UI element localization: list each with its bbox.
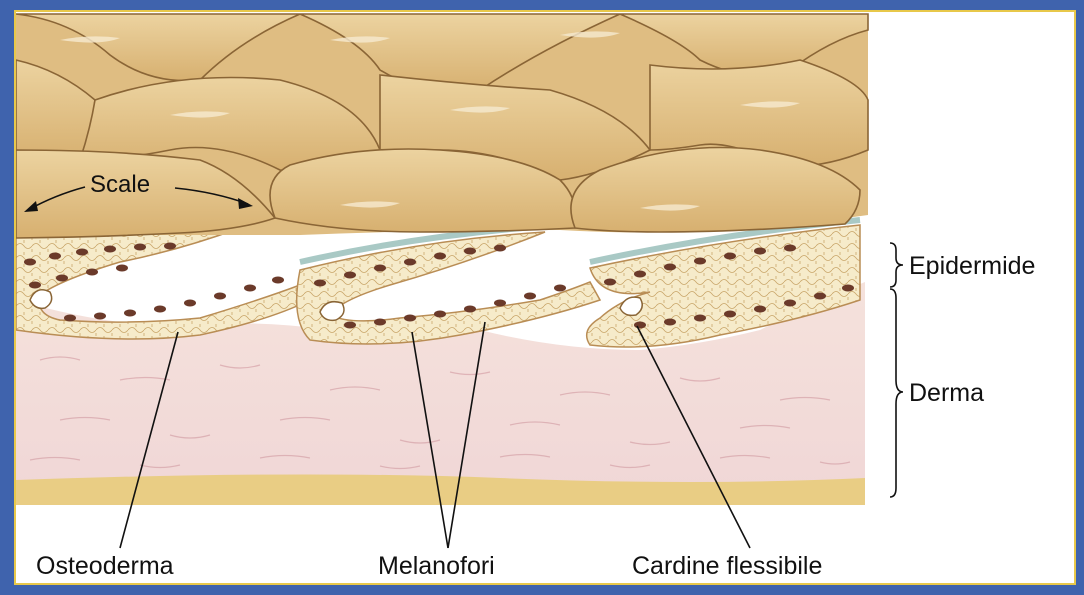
- scale-label: Scale: [90, 173, 150, 197]
- osteoderm-layers: [16, 217, 860, 347]
- cardine-flessibile-label: Cardine flessibile: [632, 554, 822, 579]
- melanofori-label: Melanofori: [378, 554, 495, 579]
- osteoderma-label: Osteoderma: [36, 554, 174, 579]
- derma-label: Derma: [909, 381, 984, 406]
- scales: [16, 14, 868, 238]
- epidermide-label: Epidermide: [909, 254, 1035, 279]
